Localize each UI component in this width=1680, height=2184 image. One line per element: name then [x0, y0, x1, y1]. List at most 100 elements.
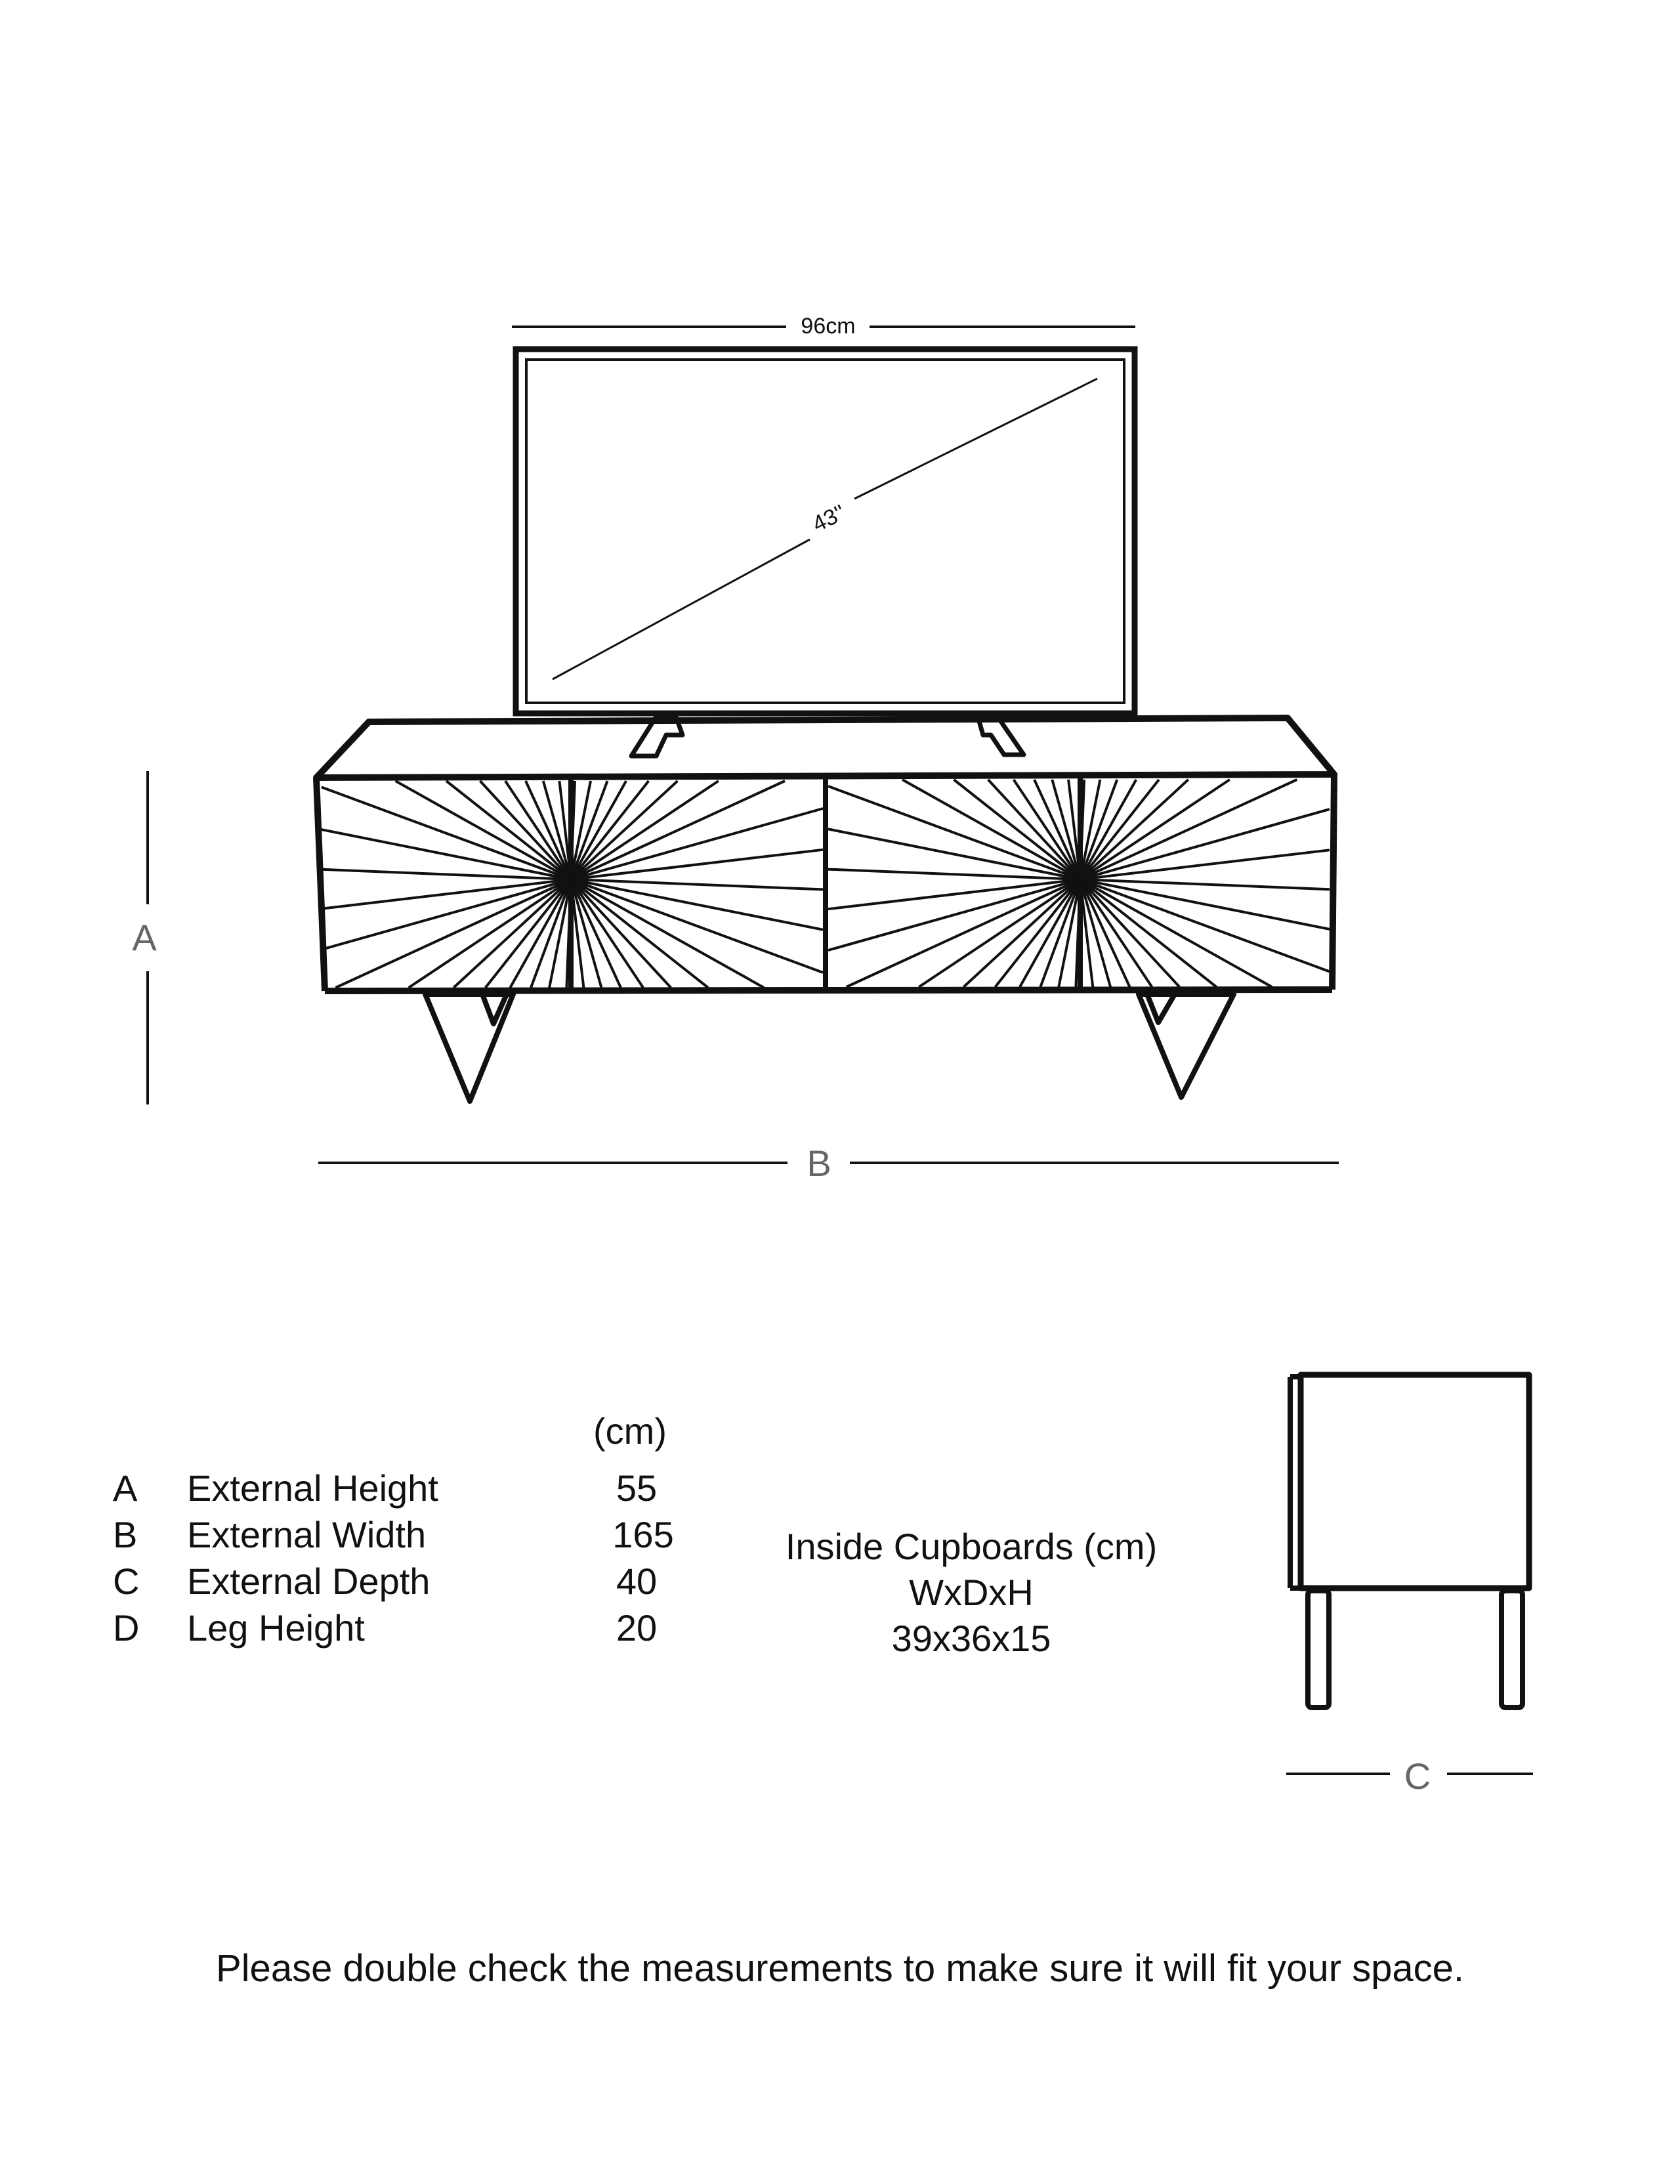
sunburst-ray — [1079, 779, 1119, 880]
tv-width-label: 96cm — [801, 314, 855, 339]
sunburst-ray — [1067, 779, 1082, 880]
sunburst-ray — [828, 785, 1081, 881]
sunburst-ray — [570, 780, 627, 880]
depth-marker: C — [1404, 1755, 1431, 1797]
width-marker: B — [807, 1143, 831, 1184]
sunburst-ray — [1079, 779, 1102, 880]
spec-letter: C — [113, 1561, 140, 1602]
sunburst-ray — [1018, 879, 1082, 988]
sunburst-ray — [530, 879, 572, 988]
sunburst-ray — [570, 878, 824, 931]
sunburst-ray — [570, 878, 824, 974]
sunburst-ray — [541, 780, 572, 880]
sunburst-ray — [445, 780, 572, 881]
sunburst-ray — [845, 878, 1081, 988]
sunburst-ray — [1033, 779, 1082, 880]
sunburst-ray — [504, 780, 572, 881]
sunburst-ray — [1051, 779, 1082, 880]
spec-letter: A — [113, 1467, 138, 1509]
spec-name: External Height — [187, 1467, 438, 1509]
sunburst-ray — [335, 878, 572, 989]
spec-letter: B — [113, 1514, 138, 1555]
side-view-cabinet — [1288, 1372, 1532, 1710]
sunburst-ray — [1079, 878, 1154, 988]
sideboard — [313, 715, 1337, 994]
sideboard-legs — [423, 992, 1236, 1104]
sunburst-ray — [828, 878, 1081, 911]
sunburst-ray — [570, 807, 824, 881]
sunburst-ray — [1080, 808, 1330, 881]
sunburst-ray — [1079, 879, 1112, 988]
sunburst-ray — [1079, 778, 1190, 881]
sunburst-ray — [570, 780, 592, 880]
sunburst-ray — [962, 878, 1082, 988]
sunburst-ray — [1079, 779, 1086, 880]
spec-value: 55 — [616, 1467, 658, 1509]
inside-cupboards-format: WxDxH — [909, 1572, 1034, 1613]
sunburst-ray — [479, 780, 572, 881]
sunburst-pattern-right — [828, 778, 1330, 988]
sunburst-ray — [1080, 878, 1330, 973]
sunburst-ray — [994, 878, 1082, 988]
sunburst-ray — [1079, 879, 1095, 988]
sunburst-ray — [828, 828, 1081, 881]
tv-screen — [513, 346, 1138, 717]
sunburst-ray — [452, 878, 572, 989]
unit-header: (cm) — [593, 1410, 667, 1452]
sunburst-ray — [1080, 849, 1330, 881]
sunburst-ray — [1079, 879, 1131, 988]
spec-value: 20 — [616, 1607, 658, 1648]
sunburst-ray — [570, 879, 603, 988]
sunburst-ray — [570, 848, 824, 881]
sunburst-pattern-left — [321, 780, 824, 989]
sunburst-ray — [570, 780, 719, 881]
sunburst-ray — [570, 780, 576, 880]
spec-letter: D — [113, 1607, 140, 1648]
sunburst-ray — [1080, 878, 1330, 891]
sunburst-ray — [1079, 779, 1138, 880]
sunburst-ray — [570, 878, 644, 989]
sunburst-ray — [1057, 879, 1082, 988]
spec-name: External Width — [187, 1514, 427, 1555]
sunburst-ray — [1079, 878, 1217, 988]
sunburst-ray — [570, 878, 765, 989]
sunburst-ray — [524, 780, 572, 880]
sunburst-ray — [987, 778, 1082, 881]
sunburst-ray — [321, 828, 572, 881]
spec-value: 165 — [612, 1514, 674, 1555]
sunburst-ray — [321, 786, 572, 881]
sunburst-ray — [1080, 778, 1298, 881]
sunburst-ray — [1079, 778, 1160, 881]
sunburst-ray — [570, 780, 609, 880]
sunburst-ray — [1074, 879, 1082, 988]
sunburst-ray — [570, 878, 824, 891]
sunburst-ray — [1080, 878, 1330, 931]
sunburst-ray — [1080, 878, 1273, 988]
sunburst-ray — [570, 879, 585, 988]
sunburst-ray — [570, 780, 679, 881]
spec-value: 40 — [616, 1561, 658, 1602]
sunburst-ray — [570, 878, 672, 989]
sunburst-ray — [565, 879, 572, 988]
sunburst-ray — [1079, 878, 1181, 988]
footer-note: Please double check the measurements to … — [215, 1947, 1465, 1990]
sunburst-ray — [321, 878, 572, 910]
spec-name: Leg Height — [187, 1607, 365, 1648]
sunburst-ray — [570, 878, 709, 989]
sunburst-ray — [1039, 879, 1082, 988]
inside-cupboards-dimensions: 39x36x15 — [891, 1618, 1051, 1659]
sunburst-ray — [321, 868, 572, 881]
tv-diagonal-label: 43'' — [808, 500, 849, 537]
sunburst-ray — [828, 868, 1081, 881]
spec-name: External Depth — [187, 1561, 430, 1602]
sunburst-ray — [321, 878, 572, 951]
sunburst-ray — [509, 879, 572, 988]
sunburst-ray — [558, 780, 572, 880]
sunburst-ray — [570, 780, 786, 881]
sunburst-ray — [918, 878, 1082, 988]
height-marker: A — [132, 917, 157, 958]
sunburst-ray — [828, 878, 1081, 952]
sunburst-ray — [1079, 778, 1230, 881]
sunburst-ray — [570, 780, 650, 881]
